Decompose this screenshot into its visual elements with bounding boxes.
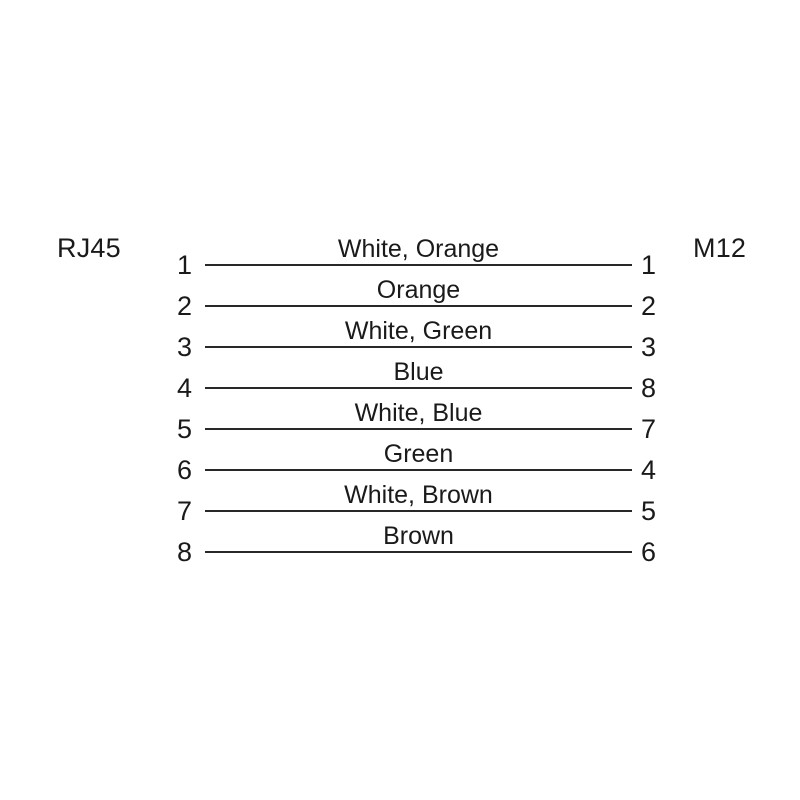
wire-line [205, 387, 632, 389]
left-connector-title: RJ45 [57, 233, 121, 263]
wire-line [205, 305, 632, 307]
wire-line [205, 346, 632, 348]
left-pin-number: 2 [176, 291, 192, 321]
wire-line [205, 264, 632, 266]
right-connector-title: M12 [693, 233, 747, 263]
wire-color-label: Blue [393, 358, 444, 386]
left-pin-number: 3 [176, 332, 192, 362]
wire-color-label: Green [383, 440, 454, 468]
wire-color-label: Orange [376, 276, 461, 304]
left-pin-number: 1 [176, 250, 192, 280]
wire-line [205, 551, 632, 553]
wire-line [205, 510, 632, 512]
left-pin-number: 7 [176, 496, 192, 526]
wire-color-label: Brown [383, 522, 454, 550]
left-pin-number: 8 [176, 537, 192, 567]
wire-color-label: White, Blue [354, 399, 483, 427]
right-pin-number: 6 [641, 537, 657, 567]
right-pin-number: 4 [641, 455, 657, 485]
wire-color-label: White, Brown [344, 481, 493, 509]
wire-line [205, 428, 632, 430]
wire-color-label: White, Orange [337, 235, 500, 263]
right-pin-number: 3 [641, 332, 657, 362]
right-pin-number: 8 [641, 373, 657, 403]
wire-color-label: White, Green [344, 317, 493, 345]
wire-line [205, 469, 632, 471]
left-pin-number: 4 [176, 373, 192, 403]
left-pin-number: 5 [176, 414, 192, 444]
right-pin-number: 1 [641, 250, 657, 280]
right-pin-number: 5 [641, 496, 657, 526]
right-pin-number: 2 [641, 291, 657, 321]
left-pin-number: 6 [176, 455, 192, 485]
right-pin-number: 7 [641, 414, 657, 444]
